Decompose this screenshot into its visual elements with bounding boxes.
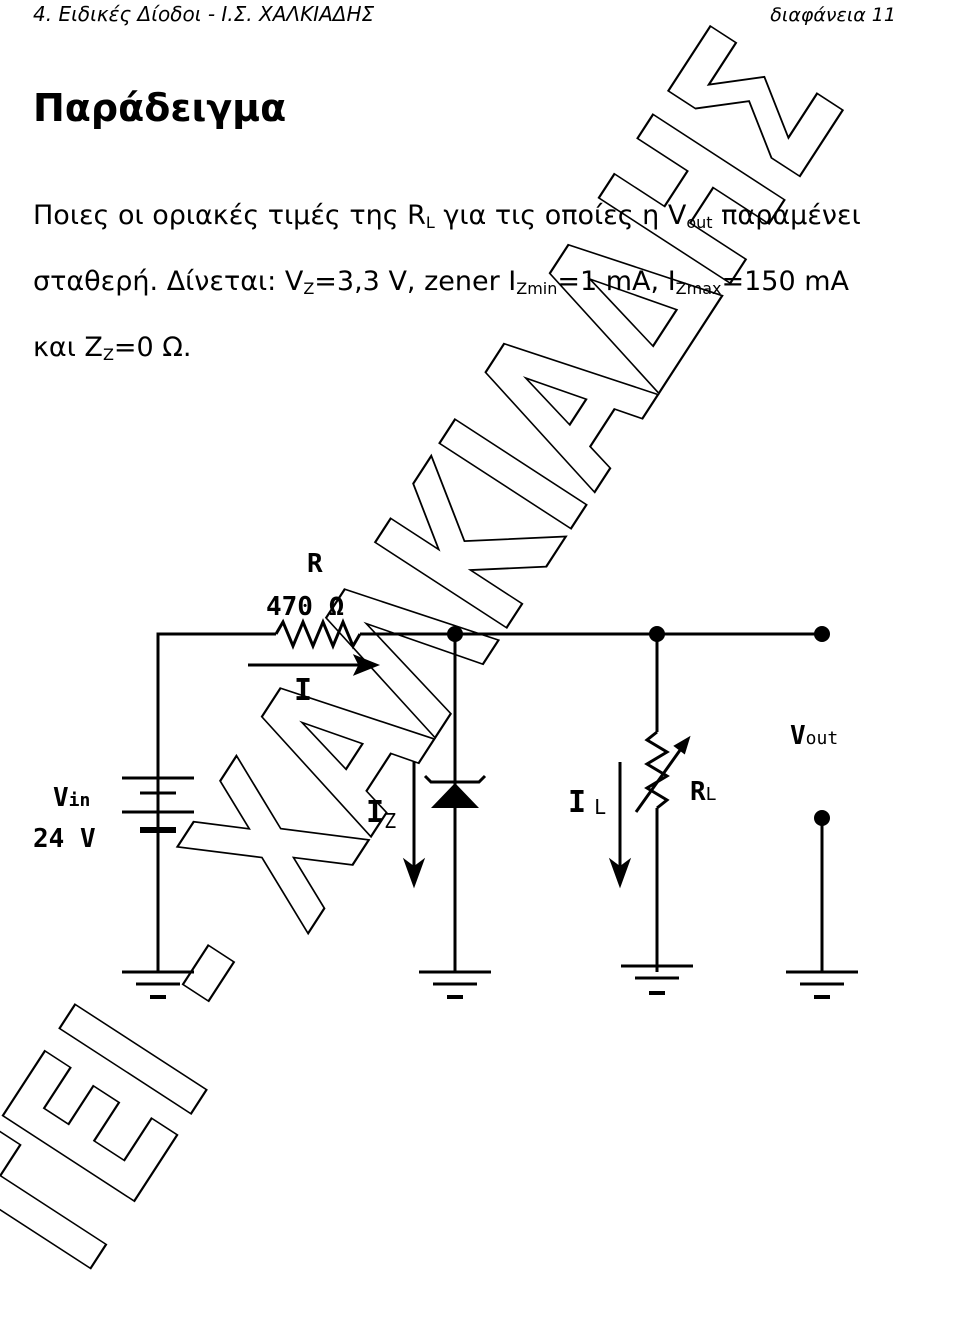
ground-icon-load: [621, 964, 693, 995]
vin-value: 24 V: [33, 824, 96, 854]
resistor-r-label: R: [307, 549, 323, 579]
header-chapter: 4. Ειδικές Δίοδοι - Ι.Σ. ΧΑΛΚΙΑΔΗΣ: [33, 2, 375, 26]
zener-diode-icon: [423, 774, 487, 808]
question-line-1: Ποιες οι οριακές τιμές της RL για τις οπ…: [33, 200, 861, 232]
current-i-label: I: [294, 673, 312, 708]
svg-text:IL: IL: [568, 785, 606, 820]
ground-icon-vout: [786, 970, 858, 999]
page-title: Παράδειγμα: [33, 86, 287, 130]
resistor-r: [274, 618, 362, 650]
current-il-arrow: [608, 762, 632, 889]
svg-text:IZ: IZ: [366, 795, 396, 833]
question-line-3: και ZZ=0 Ω.: [33, 332, 192, 364]
svg-text:Vin: Vin: [53, 783, 90, 813]
resistor-rl: [644, 730, 670, 810]
rl-label: RL: [690, 777, 717, 807]
node-vout-top: [814, 626, 830, 642]
vin-label: Vin: [53, 783, 90, 813]
rl-variable-arrow: [634, 735, 691, 813]
node-load-top: [649, 626, 665, 642]
svg-text:Vout: Vout: [790, 721, 838, 751]
node-zener-top: [447, 626, 463, 642]
ground-icon-zener: [419, 970, 491, 999]
battery-icon: [122, 776, 194, 833]
resistor-r-value: 470 Ω: [266, 592, 344, 622]
current-i-arrow: [248, 654, 381, 676]
header-slide-number: διαφάνεια 11: [770, 4, 896, 26]
ground-icon-battery: [122, 970, 194, 999]
wire-top-left: [156, 632, 276, 972]
iz-label: IZ: [366, 795, 396, 833]
question-text: Ποιες οι οριακές τιμές της RL για τις οπ…: [33, 183, 960, 381]
ground-icons: [122, 964, 858, 999]
current-iz-arrow: [402, 762, 426, 889]
question-line-2: σταθερή. Δίνεται: VZ=3,3 V, zener IZmin=…: [33, 266, 850, 298]
node-vout-bottom: [814, 810, 830, 826]
vout-label: Vout: [790, 721, 838, 751]
svg-text:RL: RL: [690, 777, 717, 807]
